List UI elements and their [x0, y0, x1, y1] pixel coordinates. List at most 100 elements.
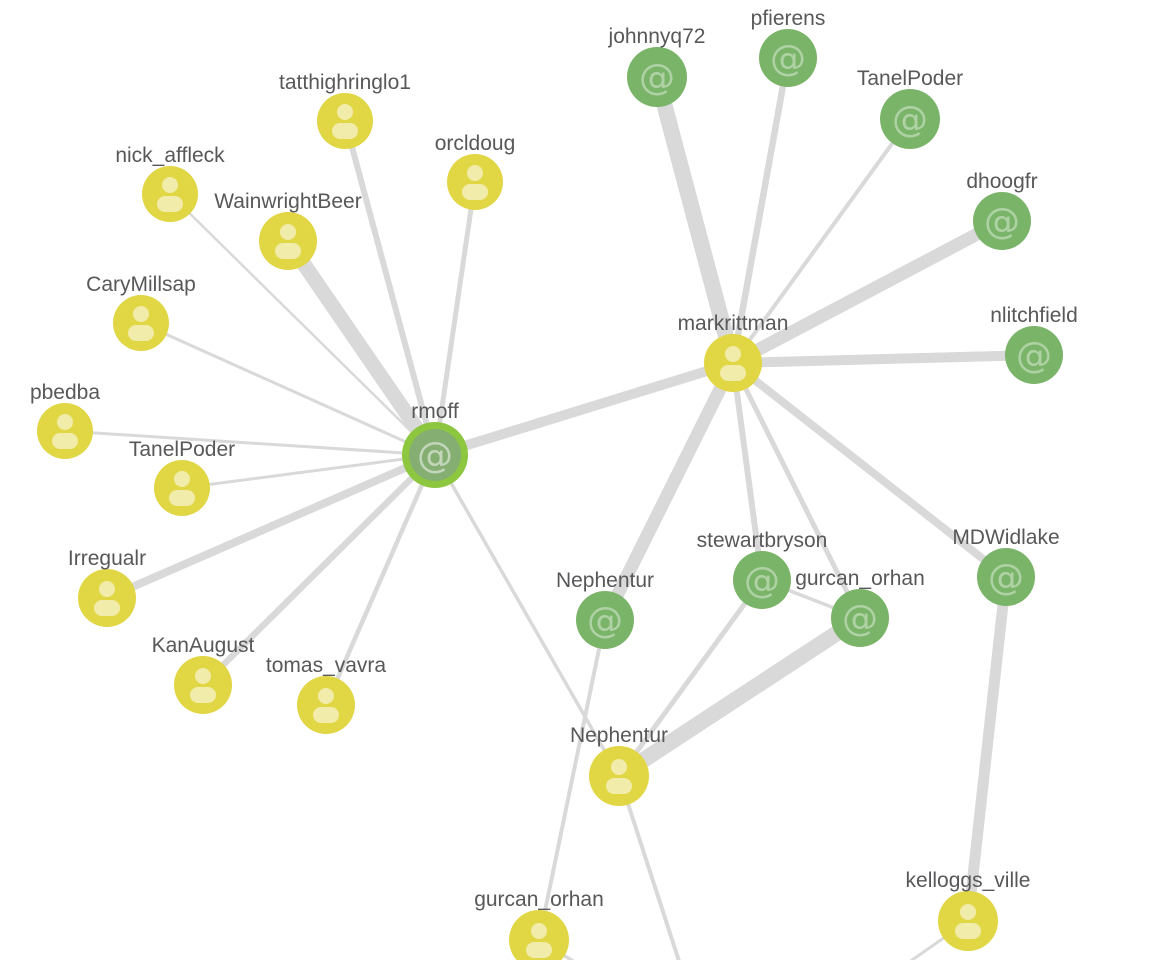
edge-markrittman-dhoogfr [726, 214, 1009, 370]
node-gurcan_orhan_g[interactable]: @ [831, 589, 889, 647]
edge-rmoff-TanelPoder_y [180, 453, 437, 490]
edge-markrittman-gurcan_orhan_g [730, 360, 863, 621]
person-icon [133, 306, 149, 322]
labels-layer: tatthighringlo1 nick_affleckWainwrightBee… [30, 7, 1078, 911]
node-MDWidlake[interactable]: @ [977, 548, 1035, 606]
node-stewartbryson[interactable]: @ [733, 551, 791, 609]
mention-at-icon: @ [417, 436, 453, 477]
edge-MDWidlake-kelloggs_ville [962, 571, 1012, 927]
node-label-gurcan_orhan_y: gurcan_orhan [474, 888, 604, 911]
mention-at-icon: @ [770, 39, 806, 80]
mention-at-icon: @ [892, 100, 928, 141]
person-icon [162, 177, 178, 193]
person-icon [720, 365, 746, 381]
node-CaryMillsap[interactable] [113, 295, 169, 351]
edge-rmoff-tomas_vavra [323, 452, 438, 708]
node-gurcan_orhan_y[interactable] [509, 910, 569, 960]
edge-rmoff-orcldoug [432, 179, 478, 458]
node-label-pbedba: pbedba [30, 381, 100, 404]
person-icon [960, 904, 976, 920]
mention-at-icon: @ [639, 58, 675, 99]
edge-rmoff-nick_affleck [168, 192, 437, 457]
edge-markrittman-johnnyq72 [649, 69, 741, 371]
person-icon [955, 923, 981, 939]
edge-rmoff-CaryMillsap [139, 321, 437, 457]
nodes-layer: @ @ @ @ @ @ @ @ @ @ [37, 29, 1063, 960]
node-label-gurcan_orhan_g: gurcan_orhan [795, 567, 925, 590]
edge-rmoff-pbedba [63, 429, 437, 457]
person-icon [337, 104, 353, 120]
person-icon [606, 778, 632, 794]
person-icon [725, 346, 741, 362]
node-label-MDWidlake: MDWidlake [952, 526, 1059, 549]
node-label-pfierens: pfierens [751, 7, 826, 30]
mention-at-icon: @ [744, 561, 780, 602]
node-kelloggs_ville[interactable] [938, 891, 998, 951]
node-label-rmoff: rmoff [411, 400, 459, 423]
person-icon [174, 471, 190, 487]
person-icon [313, 707, 339, 723]
person-icon [169, 490, 195, 506]
person-icon [280, 224, 296, 240]
node-label-CaryMillsap: CaryMillsap [86, 273, 196, 296]
node-Irregualr[interactable] [78, 569, 136, 627]
edge-markrittman-TanelPoder_g [731, 117, 912, 365]
person-icon [526, 942, 552, 958]
edge-rmoff-Nephentur_y [433, 453, 621, 778]
mention-at-icon: @ [1016, 336, 1052, 377]
edge-rmoff-markrittman [430, 358, 738, 460]
node-label-tomas_vavra: tomas_vavra [266, 654, 387, 677]
node-label-WainwrightBeer: WainwrightBeer [214, 190, 361, 213]
node-KanAugust[interactable] [174, 656, 232, 714]
node-WainwrightBeer[interactable] [259, 212, 317, 270]
person-icon [128, 325, 154, 341]
node-TanelPoder_g[interactable]: @ [880, 89, 940, 149]
node-nlitchfield[interactable]: @ [1005, 326, 1063, 384]
node-label-KanAugust: KanAugust [152, 634, 255, 657]
edge-Nephentur_y-offscreen [617, 774, 681, 960]
node-label-TanelPoder_y: TanelPoder [129, 438, 235, 461]
node-nick_affleck[interactable] [142, 166, 198, 222]
mention-at-icon: @ [984, 202, 1020, 243]
node-tatthighringlo1[interactable] [317, 93, 373, 149]
node-Nephentur_y[interactable] [589, 746, 649, 806]
person-icon [57, 414, 73, 430]
node-label-nlitchfield: nlitchfield [990, 304, 1078, 327]
node-label-orcldoug: orcldoug [435, 132, 516, 155]
node-label-Irregualr: Irregualr [68, 547, 146, 570]
person-icon [467, 165, 483, 181]
node-label-dhoogfr: dhoogfr [966, 170, 1037, 193]
edge-rmoff-KanAugust [199, 451, 439, 689]
node-label-markrittman: markrittman [678, 312, 789, 335]
node-dhoogfr[interactable]: @ [973, 192, 1031, 250]
edge-rmoff-tatthighringlo1 [342, 118, 438, 458]
edge-Nephentur_y-gurcan_orhan_g [611, 610, 868, 784]
edges-layer [63, 54, 1039, 960]
node-pbedba[interactable] [37, 403, 93, 459]
node-label-Nephentur_g: Nephentur [556, 569, 654, 592]
node-rmoff[interactable]: @ [402, 422, 468, 488]
node-orcldoug[interactable] [447, 154, 503, 210]
node-markrittman[interactable] [704, 334, 762, 392]
person-icon [318, 688, 334, 704]
person-icon [611, 759, 627, 775]
node-tomas_vavra[interactable] [297, 676, 355, 734]
person-icon [94, 600, 120, 616]
edge-markrittman-nlitchfield [728, 350, 1039, 368]
node-Nephentur_g[interactable]: @ [576, 591, 634, 649]
edge-rmoff-WainwrightBeer [280, 233, 443, 463]
node-pfierens[interactable]: @ [759, 29, 817, 87]
node-label-tatthighringlo1: tatthighringlo1 [279, 71, 411, 94]
person-icon [275, 243, 301, 259]
node-label-stewartbryson: stewartbryson [697, 529, 828, 552]
edge-Nephentur_y-stewartbryson [616, 577, 765, 779]
person-icon [462, 184, 488, 200]
person-icon [531, 923, 547, 939]
person-icon [99, 581, 115, 597]
node-label-nick_affleck: nick_affleck [115, 144, 225, 167]
node-johnnyq72[interactable]: @ [627, 47, 687, 107]
node-label-TanelPoder_g: TanelPoder [857, 67, 963, 90]
person-icon [190, 687, 216, 703]
node-TanelPoder_y[interactable] [154, 460, 210, 516]
